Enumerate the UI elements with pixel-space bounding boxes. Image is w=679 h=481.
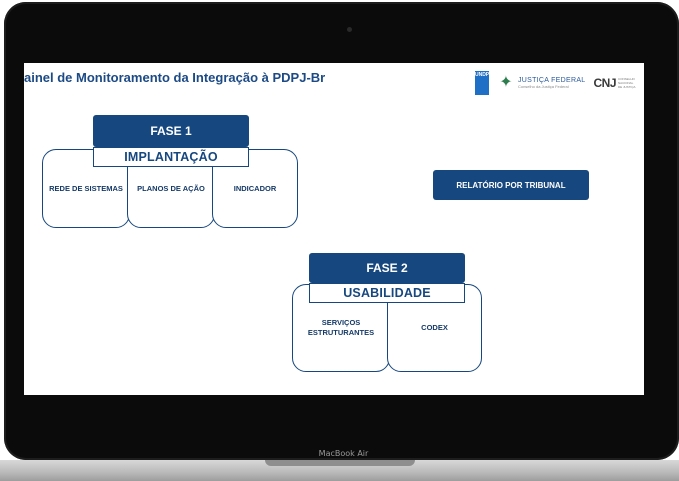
justica-federal-subtitle: Conselho da Justiça Federal	[517, 84, 569, 89]
justica-federal-emblem-icon: ✦	[499, 74, 513, 91]
card-label: REDE DE SISTEMAS	[49, 183, 123, 193]
undp-logo-text: UNDP	[474, 72, 490, 78]
phase1-subtitle: IMPLANTAÇÃO	[93, 147, 249, 167]
camera-icon	[347, 27, 352, 32]
card-label: PLANOS DE AÇÃO	[137, 183, 205, 193]
card-indicador[interactable]: INDICADOR	[212, 149, 298, 228]
cnj-mark: CNJ	[593, 76, 616, 90]
phase2-title: FASE 2	[309, 253, 465, 283]
justica-federal-title: JUSTIÇA FEDERAL	[517, 77, 586, 84]
justica-federal-logo: ✦ JUSTIÇA FEDERAL Conselho da Justiça Fe…	[497, 74, 586, 92]
laptop-notch	[265, 460, 415, 466]
laptop-frame: ainel de Monitoramento da Integração à P…	[4, 2, 679, 460]
laptop-base	[0, 460, 679, 481]
dashboard-screen: ainel de Monitoramento da Integração à P…	[24, 63, 644, 395]
device-brand-label: MacBook Air	[318, 449, 369, 458]
phase2-subtitle: USABILIDADE	[309, 283, 465, 303]
card-label: CODEX	[421, 323, 448, 332]
relatorio-button-label: RELATÓRIO POR TRIBUNAL	[456, 180, 566, 190]
card-label: INDICADOR	[233, 183, 277, 193]
cnj-subtitle: CONSELHO NACIONAL DE JUSTIÇA	[618, 77, 636, 89]
card-label: SERVIÇOS ESTRUTURANTES	[307, 318, 375, 337]
phase1-title: FASE 1	[93, 115, 249, 147]
partner-logos: UNDP ✦ JUSTIÇA FEDERAL Conselho da Justi…	[474, 71, 636, 95]
page-title: ainel de Monitoramento da Integração à P…	[24, 70, 326, 85]
relatorio-por-tribunal-button[interactable]: RELATÓRIO POR TRIBUNAL	[433, 170, 589, 200]
undp-logo: UNDP	[474, 71, 490, 95]
cnj-logo: CNJ CONSELHO NACIONAL DE JUSTIÇA	[593, 76, 636, 90]
